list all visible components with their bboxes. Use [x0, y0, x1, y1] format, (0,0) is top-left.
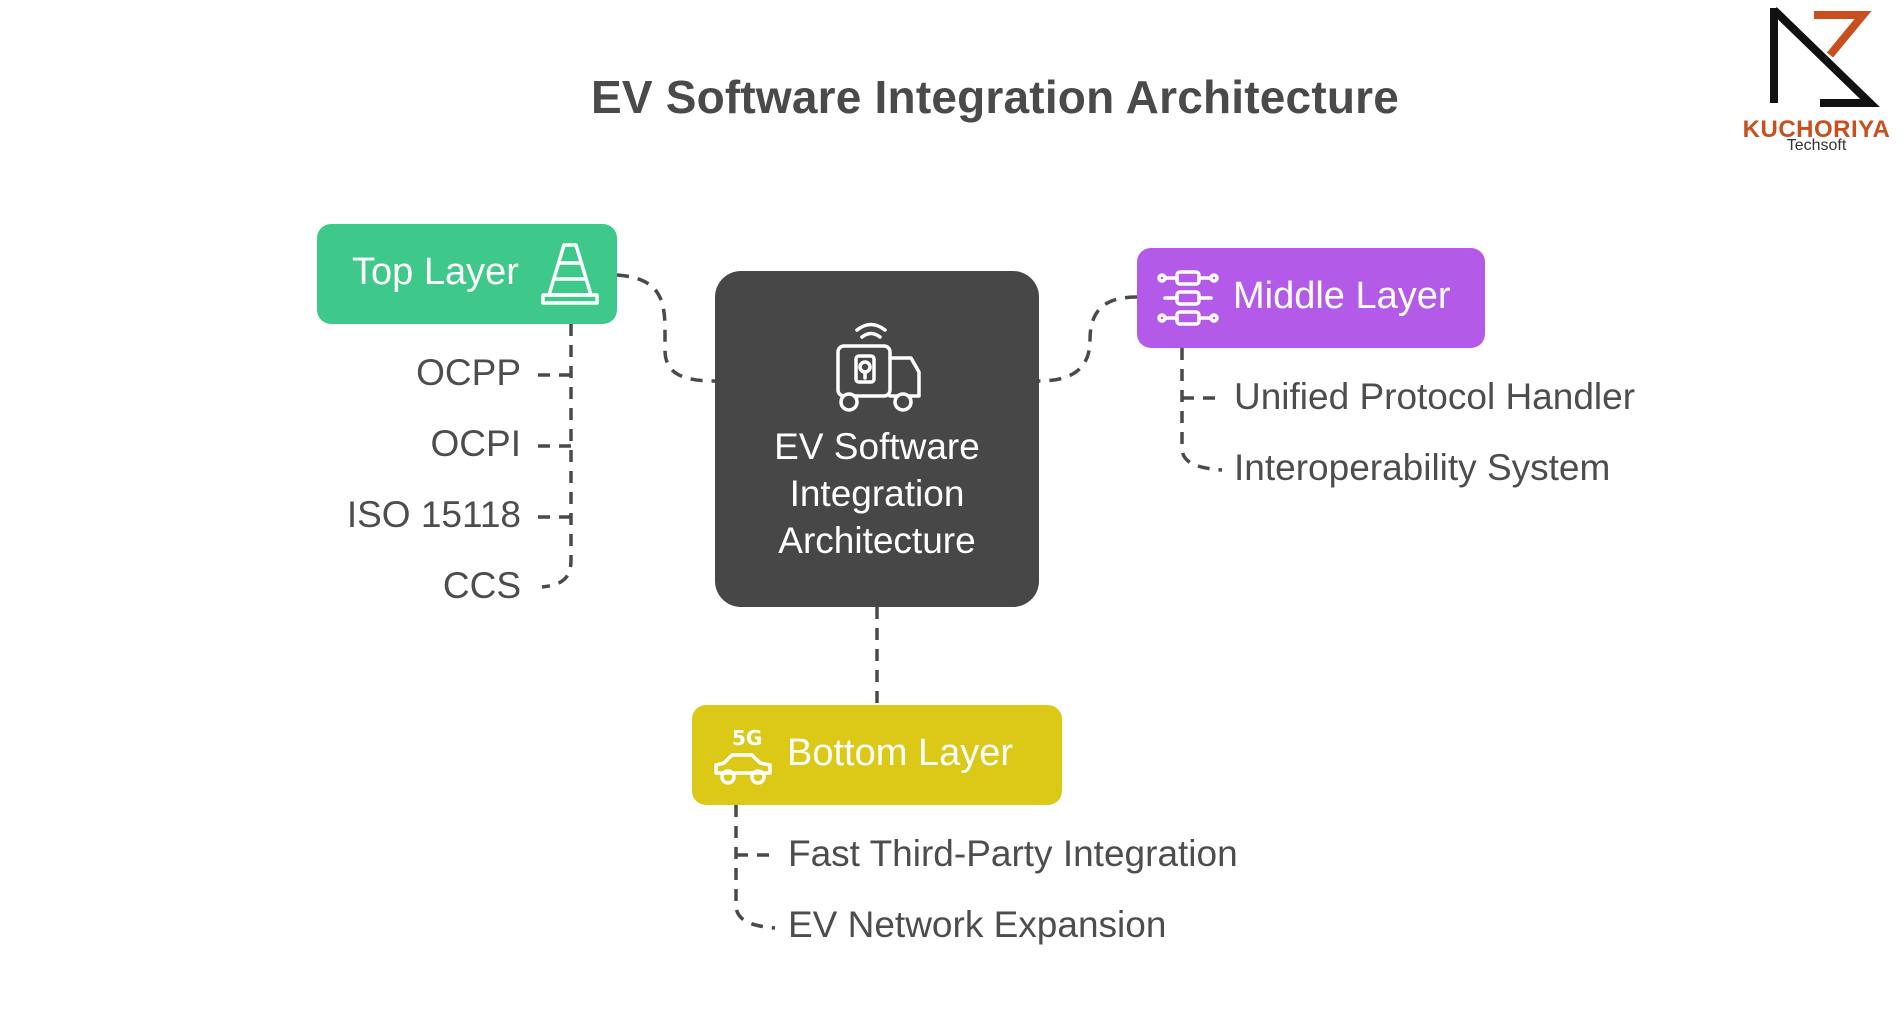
bottom-layer-node: 5G Bottom Layer	[692, 705, 1062, 805]
top-item-iso-15118: ISO 15118	[346, 494, 521, 535]
top-layer-label: Top Layer	[352, 251, 519, 293]
logo-name: KUCHORIYA	[1742, 116, 1891, 143]
top-item-ocpp: OCPP	[416, 352, 521, 393]
connector-middle-to-center	[1038, 295, 1138, 383]
center-label: EV Software Integration Architecture	[774, 426, 980, 561]
bottom-layer-spine	[734, 805, 776, 930]
middle-layer-node: Middle Layer	[1137, 248, 1485, 348]
network-server-icon	[1157, 270, 1219, 326]
middle-item-interoperability-system: Interoperability System	[1234, 447, 1611, 488]
traffic-cone-icon	[541, 243, 599, 305]
middle-layer-spine	[1180, 348, 1223, 472]
5g-car-icon: 5G	[714, 726, 772, 785]
connected-vehicle-lock-icon	[836, 322, 921, 412]
logo-subtitle: Techsoft	[1786, 137, 1847, 154]
top-layer-spine	[541, 324, 573, 589]
top-layer-node: Top Layer	[317, 224, 617, 324]
bottom-layer-label: Bottom Layer	[787, 732, 1013, 774]
connector-top-to-center	[616, 273, 716, 383]
company-logo: KUCHORIYA Techsoft	[1730, 0, 1903, 160]
bottom-item-ev-network-expansion: EV Network Expansion	[788, 904, 1167, 945]
logo-mark-icon	[1770, 7, 1880, 107]
top-item-ocpi: OCPI	[430, 423, 521, 464]
middle-layer-label: Middle Layer	[1233, 275, 1451, 317]
svg-text:5G: 5G	[732, 726, 762, 750]
bottom-item-fast-third-party-integration: Fast Third-Party Integration	[788, 833, 1238, 874]
center-node: EV Software Integration Architecture	[715, 271, 1039, 607]
page-title: EV Software Integration Architecture	[590, 71, 1400, 123]
middle-item-unified-protocol-handler: Unified Protocol Handler	[1234, 376, 1636, 417]
top-item-ccs: CCS	[442, 565, 521, 606]
